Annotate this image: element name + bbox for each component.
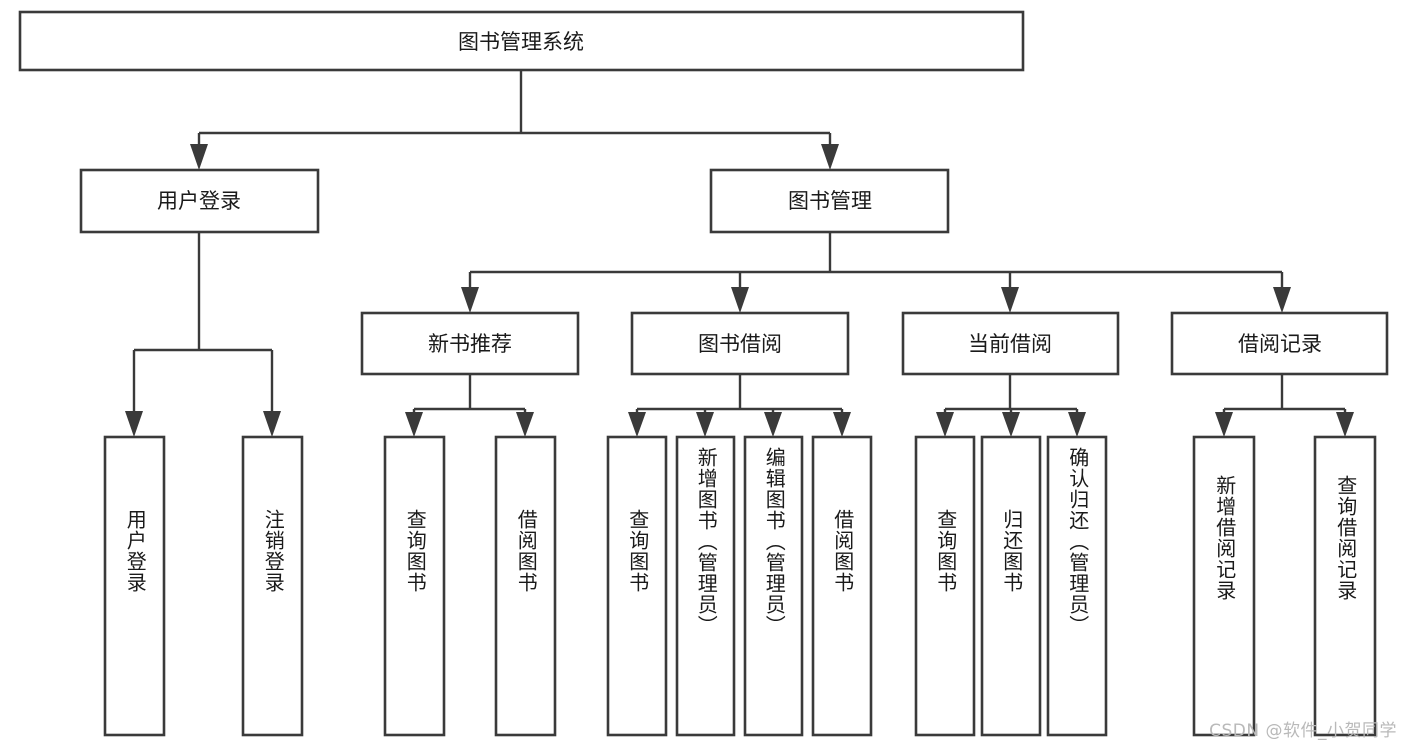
arrow-head-leaf-borrow-book-2 <box>833 412 851 437</box>
node-box-new-book-recommend[interactable] <box>360 311 580 376</box>
node-box-leaf-add-record[interactable] <box>1192 435 1256 737</box>
node-box-leaf-borrow-book-2[interactable] <box>811 435 873 737</box>
arrow-head-leaf-borrow-book-1 <box>516 412 534 437</box>
arrow-head-new-book-recommend <box>461 287 479 313</box>
node-box-leaf-query-book-2[interactable] <box>606 435 668 737</box>
label-user-login: 用户登录 <box>157 189 241 213</box>
label-borrow-record: 借阅记录 <box>1238 332 1322 356</box>
label-book-borrow: 图书借阅 <box>698 332 782 356</box>
arrow-head-leaf-user-login <box>125 411 143 437</box>
label-new-book-recommend: 新书推荐 <box>428 332 512 356</box>
arrow-head-leaf-query-book-1 <box>405 412 423 437</box>
label-current-borrow: 当前借阅 <box>968 332 1052 356</box>
label-book-management: 图书管理 <box>788 189 872 213</box>
node-box-user-login[interactable] <box>79 168 320 234</box>
arrow-head-leaf-edit-book <box>764 412 782 437</box>
connector-group-root <box>190 70 839 170</box>
arrow-head-leaf-query-record <box>1336 412 1354 437</box>
node-box-leaf-query-book-1[interactable] <box>383 435 446 737</box>
connector-group-current-borrow <box>936 374 1086 437</box>
node-box-leaf-confirm-return[interactable] <box>1046 435 1108 737</box>
connector-group-new-book-recommend <box>405 374 534 437</box>
connector-group-book-management <box>461 232 1291 313</box>
node-box-leaf-logout[interactable] <box>241 435 304 737</box>
node-box-borrow-record[interactable] <box>1170 311 1389 376</box>
arrow-head-leaf-return-book <box>1002 412 1020 437</box>
arrow-head-user-login <box>190 144 208 170</box>
arrow-head-leaf-add-record <box>1215 412 1233 437</box>
arrow-head-leaf-query-book-3 <box>936 412 954 437</box>
arrow-head-leaf-logout <box>263 411 281 437</box>
connector-group-borrow-record <box>1215 374 1354 437</box>
node-box-leaf-edit-book[interactable] <box>743 435 804 737</box>
arrow-head-leaf-add-book <box>696 412 714 437</box>
node-box-book-borrow[interactable] <box>630 311 850 376</box>
connector-group-user-login <box>125 232 281 437</box>
label-root: 图书管理系统 <box>458 30 584 54</box>
node-box-root[interactable] <box>18 10 1025 72</box>
arrow-head-leaf-query-book-2 <box>628 412 646 437</box>
arrow-head-leaf-confirm-return <box>1068 412 1086 437</box>
node-box-leaf-return-book[interactable] <box>980 435 1042 737</box>
arrow-head-book-borrow <box>731 287 749 313</box>
node-box-leaf-add-book[interactable] <box>675 435 736 737</box>
arrow-head-current-borrow <box>1001 287 1019 313</box>
arrow-head-borrow-record <box>1273 287 1291 313</box>
node-box-leaf-borrow-book-1[interactable] <box>494 435 557 737</box>
node-box-leaf-query-book-3[interactable] <box>914 435 976 737</box>
node-box-current-borrow[interactable] <box>901 311 1120 376</box>
node-box-leaf-user-login[interactable] <box>103 435 166 737</box>
connector-group-book-borrow <box>628 374 851 437</box>
node-box-book-management[interactable] <box>709 168 950 234</box>
watermark-text: CSDN @软件_小贺同学 <box>1209 721 1397 741</box>
arrow-head-book-management <box>821 144 839 170</box>
node-box-leaf-query-record[interactable] <box>1313 435 1377 737</box>
